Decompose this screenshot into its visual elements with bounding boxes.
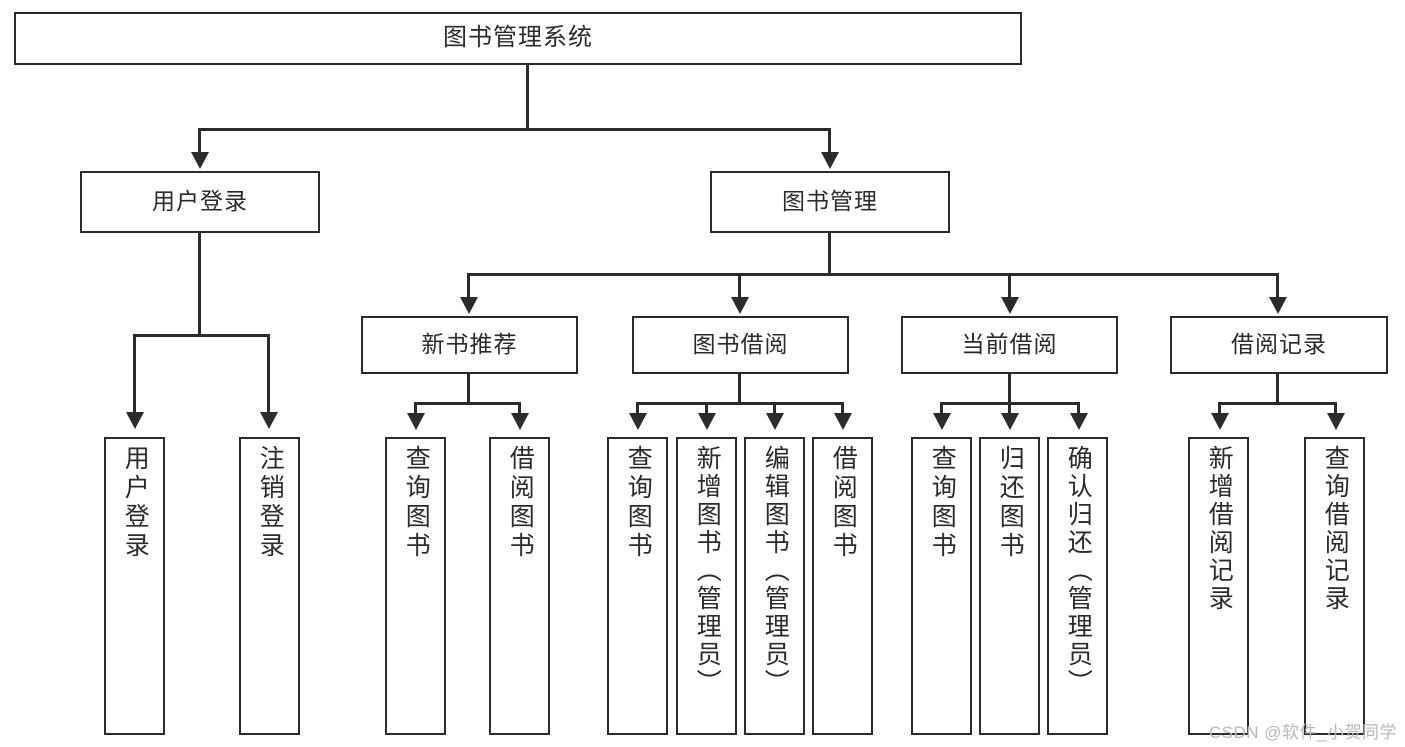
node-label: 新书推荐	[421, 331, 518, 358]
connector-book-manage-to-new-book	[467, 273, 470, 301]
node-label: 确认归还（管理员）	[1064, 445, 1093, 697]
arrow-current-borrow-to-leaf-1	[933, 413, 951, 430]
node-label: 图书管理系统	[443, 24, 593, 52]
arrow-new-book-to-leaf-2	[511, 413, 529, 430]
node-borrow-record[interactable]: 借阅记录	[1170, 316, 1388, 374]
leaf-user-login[interactable]: 用户登录	[104, 437, 165, 735]
node-label: 查询图书	[402, 445, 431, 561]
connector-book-manage-to-borrow-record	[1276, 273, 1279, 301]
connector-borrow-record-stem	[1276, 374, 1279, 404]
arrow-book-manage-to-book-borrow	[731, 297, 749, 314]
leaf-query-book-current[interactable]: 查询图书	[911, 437, 972, 735]
node-label: 查询图书	[624, 445, 653, 561]
node-label: 借阅图书	[829, 445, 858, 561]
leaf-add-borrow-record[interactable]: 新增借阅记录	[1188, 437, 1249, 735]
connector-root-bus	[198, 128, 831, 131]
node-book-borrow[interactable]: 图书借阅	[632, 316, 849, 374]
arrow-book-borrow-to-leaf-1	[629, 413, 647, 430]
connector-current-borrow-stem	[1008, 374, 1011, 404]
watermark: CSDN @软件_小贺同学	[1208, 723, 1397, 742]
leaf-confirm-return-admin[interactable]: 确认归还（管理员）	[1047, 437, 1108, 735]
leaf-query-borrow-record[interactable]: 查询借阅记录	[1304, 437, 1365, 735]
connector-root-stem	[526, 65, 529, 130]
connector-book-borrow-to-leaf-3	[773, 402, 776, 416]
connector-book-borrow-bus	[636, 402, 844, 405]
arrow-root-to-user-login	[191, 152, 209, 169]
node-label: 编辑图书（管理员）	[761, 445, 790, 697]
connector-current-borrow-to-leaf-1	[940, 402, 943, 416]
connector-book-borrow-to-leaf-2	[705, 402, 708, 416]
node-label: 用户登录	[121, 445, 150, 561]
connector-root-to-user-login	[198, 128, 201, 156]
arrow-user-login-to-leaf-1	[126, 412, 144, 429]
connector-book-borrow-stem	[738, 374, 741, 404]
connector-new-book-bus	[414, 402, 521, 405]
node-label: 新增图书（管理员）	[693, 445, 722, 697]
arrow-book-borrow-to-leaf-2	[698, 413, 716, 430]
arrow-root-to-book-manage	[821, 152, 839, 169]
node-user-login[interactable]: 用户登录	[80, 171, 320, 233]
node-label: 当前借阅	[961, 331, 1058, 358]
connector-book-manage-stem	[828, 233, 831, 275]
arrow-user-login-to-leaf-2	[260, 412, 278, 429]
node-current-borrow[interactable]: 当前借阅	[901, 316, 1118, 374]
connector-current-borrow-to-leaf-2	[1008, 402, 1011, 416]
leaf-add-book-admin[interactable]: 新增图书（管理员）	[676, 437, 737, 735]
arrow-book-borrow-to-leaf-3	[766, 413, 784, 430]
connector-user-login-to-leaf-1	[133, 334, 136, 416]
node-label: 注销登录	[256, 445, 285, 561]
node-label: 查询图书	[928, 445, 957, 561]
connector-current-borrow-to-leaf-3	[1077, 402, 1080, 416]
arrow-book-manage-to-borrow-record	[1269, 297, 1287, 314]
node-root-system[interactable]: 图书管理系统	[14, 12, 1022, 65]
arrow-book-manage-to-new-book	[460, 297, 478, 314]
leaf-borrow-book-new[interactable]: 借阅图书	[489, 437, 550, 735]
node-label: 图书管理	[782, 188, 878, 215]
connector-book-borrow-to-leaf-1	[636, 402, 639, 416]
arrow-borrow-record-to-leaf-1	[1211, 413, 1229, 430]
leaf-edit-book-admin[interactable]: 编辑图书（管理员）	[744, 437, 805, 735]
leaf-borrow-book[interactable]: 借阅图书	[812, 437, 873, 735]
arrow-book-manage-to-current-borrow	[1001, 297, 1019, 314]
connector-new-book-to-leaf-2	[518, 402, 521, 416]
node-label: 查询借阅记录	[1321, 445, 1350, 613]
connector-book-manage-to-current-borrow	[1008, 273, 1011, 301]
arrow-current-borrow-to-leaf-3	[1070, 413, 1088, 430]
node-book-management[interactable]: 图书管理	[710, 171, 950, 233]
connector-user-login-stem	[198, 233, 201, 336]
node-label: 用户登录	[152, 188, 248, 215]
node-label: 图书借阅	[692, 331, 789, 358]
leaf-return-book[interactable]: 归还图书	[979, 437, 1040, 735]
node-label: 借阅图书	[506, 445, 535, 561]
arrow-borrow-record-to-leaf-2	[1327, 413, 1345, 430]
node-new-book-recommend[interactable]: 新书推荐	[361, 316, 578, 374]
connector-root-to-book-manage	[828, 128, 831, 156]
connector-borrow-record-to-leaf-2	[1334, 402, 1337, 416]
connector-borrow-record-bus	[1218, 402, 1337, 405]
node-label: 新增借阅记录	[1205, 445, 1234, 613]
connector-user-login-bus	[133, 334, 270, 337]
leaf-query-book-new[interactable]: 查询图书	[385, 437, 446, 735]
connector-user-login-to-leaf-2	[267, 334, 270, 416]
arrow-current-borrow-to-leaf-2	[1001, 413, 1019, 430]
connector-borrow-record-to-leaf-1	[1218, 402, 1221, 416]
leaf-logout[interactable]: 注销登录	[239, 437, 300, 735]
node-label: 借阅记录	[1231, 331, 1327, 358]
connector-book-manage-bus	[467, 273, 1278, 276]
connector-new-book-to-leaf-1	[414, 402, 417, 416]
connector-new-book-stem	[467, 374, 470, 404]
arrow-new-book-to-leaf-1	[407, 413, 425, 430]
connector-book-borrow-to-leaf-4	[841, 402, 844, 416]
arrow-book-borrow-to-leaf-4	[834, 413, 852, 430]
node-label: 归还图书	[996, 445, 1025, 561]
connector-book-manage-to-book-borrow	[738, 273, 741, 301]
leaf-query-book[interactable]: 查询图书	[607, 437, 668, 735]
